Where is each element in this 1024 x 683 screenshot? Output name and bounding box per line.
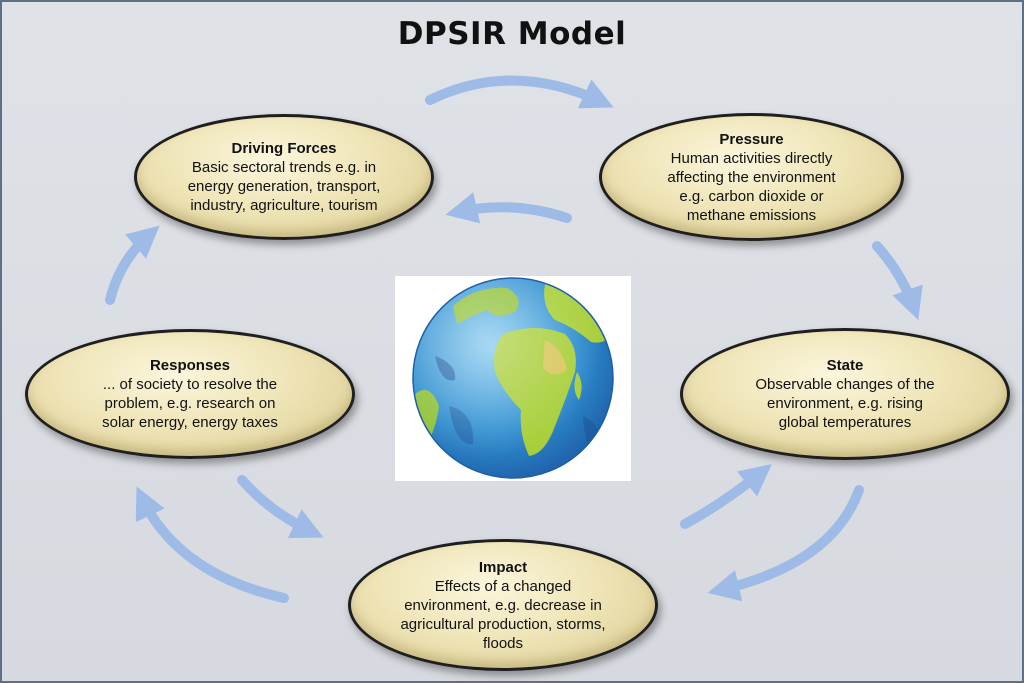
node-desc-line: problem, e.g. research on xyxy=(104,395,276,412)
node-desc-line: global temperatures xyxy=(778,414,912,431)
node-desc-line: ... of society to resolve the xyxy=(102,376,278,393)
node-title: Pressure xyxy=(719,130,784,148)
node-title: Driving Forces xyxy=(231,140,337,157)
node-desc-line: agricultural production, storms, xyxy=(400,615,606,633)
earth-globe-icon xyxy=(412,277,614,479)
arrow-driving-to-pressure xyxy=(425,75,614,109)
node-title: Responses xyxy=(149,357,231,374)
diagram-title: DPSIR Model xyxy=(397,16,627,52)
node-desc-line: floods xyxy=(482,634,524,652)
node-title: State xyxy=(826,357,864,374)
node-title: Impact xyxy=(478,558,528,576)
node-desc-line: Basic sectoral trends e.g. in xyxy=(191,159,377,176)
node-desc-line: Human activities directly xyxy=(670,149,833,167)
node-desc-line: e.g. carbon dioxide or xyxy=(679,187,824,205)
node-desc-line: Observable changes of the xyxy=(755,376,935,393)
node-desc-line: Effects of a changed xyxy=(434,577,572,595)
node-pressure: Pressure Human activities directly affec… xyxy=(599,113,904,241)
node-driving-forces: Driving Forces Basic sectoral trends e.g… xyxy=(134,114,434,240)
node-state: State Observable changes of the environm… xyxy=(680,328,1010,460)
arrow-pressure-to-state xyxy=(872,241,923,321)
arrow-impact-to-state xyxy=(680,464,772,529)
node-desc-line: energy generation, transport, xyxy=(187,178,381,195)
globe-image xyxy=(395,276,631,481)
node-desc-line: solar energy, energy taxes xyxy=(102,414,278,431)
node-desc-line: environment, e.g. decrease in xyxy=(404,596,602,614)
node-responses: Responses ... of society to resolve the … xyxy=(25,329,355,459)
arrow-responses-to-impact xyxy=(237,475,324,539)
node-desc-line: affecting the environment xyxy=(667,168,836,186)
arrow-responses-to-driving xyxy=(105,225,160,305)
arrow-pressure-to-driving xyxy=(445,192,572,224)
node-impact: Impact Effects of a changed environment,… xyxy=(348,539,658,671)
node-desc-line: methane emissions xyxy=(686,206,817,224)
node-desc-line: environment, e.g. rising xyxy=(767,395,923,412)
arrow-state-to-impact xyxy=(707,485,864,602)
arrow-impact-to-responses xyxy=(135,486,289,603)
node-desc-line: industry, agriculture, tourism xyxy=(190,197,378,214)
